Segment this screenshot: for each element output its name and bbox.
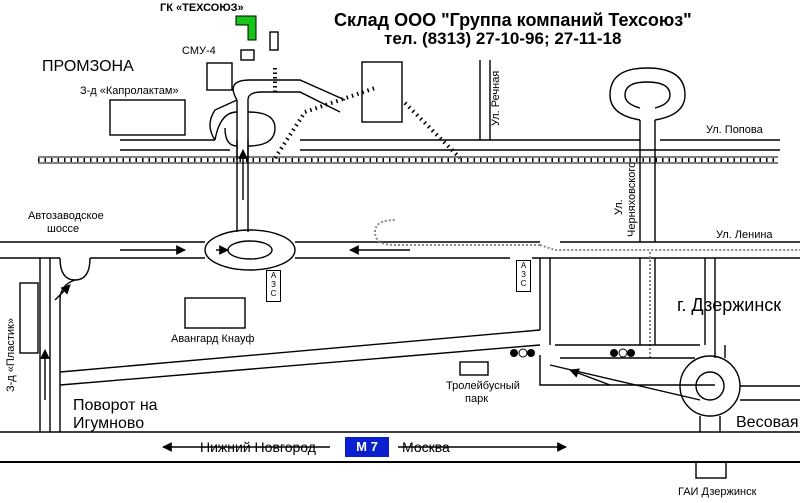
gas-station-letter: А bbox=[270, 271, 277, 280]
road-left bbox=[39, 257, 91, 432]
street-chernyakhovskogo-1: Ул. bbox=[613, 199, 625, 215]
road-rechnaya bbox=[479, 60, 491, 140]
m7-badge: М 7 bbox=[345, 437, 389, 457]
road-popova bbox=[120, 139, 780, 151]
trolley-label-1: Тролейбусный bbox=[446, 380, 520, 392]
highway-left-label: Нижний Новгород bbox=[200, 439, 316, 455]
gas-station-letter: С bbox=[520, 279, 527, 288]
turn-label-2: Игумново bbox=[73, 415, 145, 432]
building-small-1 bbox=[240, 49, 255, 61]
building-avangard bbox=[184, 297, 246, 329]
smu-label: СМУ-4 bbox=[182, 45, 216, 57]
gas-station-letter: С bbox=[270, 289, 277, 298]
traffic-light-right bbox=[610, 348, 635, 358]
gas-station-2: А З С bbox=[516, 260, 531, 292]
building-plastik bbox=[19, 282, 39, 354]
building-small-2 bbox=[269, 31, 279, 51]
interchange-north bbox=[214, 111, 276, 160]
plastik-label: З-д «Пластик» bbox=[5, 318, 17, 392]
highway-right-label: Москва bbox=[402, 439, 450, 455]
vesovaya-label: Весовая bbox=[736, 414, 799, 431]
gas-station-letter: А bbox=[520, 261, 527, 270]
road-chernyakhovskogo bbox=[609, 67, 686, 242]
gas-station-1: А З С bbox=[266, 270, 281, 302]
building-plant bbox=[361, 61, 403, 123]
avangard-label: Авангард Кнауф bbox=[171, 333, 255, 345]
avtozavodskoe-label: Автозаводское bbox=[28, 210, 104, 222]
building-trolley-park bbox=[459, 361, 489, 376]
gas-station-letter: З bbox=[521, 270, 526, 279]
railway bbox=[38, 68, 778, 164]
promzona-label: ПРОМЗОНА bbox=[42, 58, 134, 75]
street-lenina: Ул. Ленина bbox=[716, 229, 773, 241]
street-rechnaya: Ул. Речная bbox=[490, 70, 502, 126]
company-label: ГК «ТЕХСОЮЗ» bbox=[160, 2, 244, 14]
street-chernyakhovskogo-2: Черняховского bbox=[626, 161, 638, 237]
building-kaprolaktam bbox=[109, 99, 186, 136]
city-label: г. Дзержинск bbox=[677, 295, 782, 315]
trolley-label-2: парк bbox=[465, 393, 489, 405]
street-popova: Ул. Попова bbox=[706, 124, 763, 136]
highway-m7 bbox=[0, 431, 800, 463]
road-lenina bbox=[0, 241, 800, 259]
road-north bbox=[209, 79, 346, 232]
page-title: Склад ООО "Группа компаний Техсоюз" bbox=[334, 10, 692, 30]
roundabout-central bbox=[204, 229, 296, 271]
warehouse-marker bbox=[235, 15, 257, 41]
kaprolaktam-label: З-д «Капролактам» bbox=[80, 85, 179, 97]
roundabout-right bbox=[679, 345, 800, 432]
building-smu4 bbox=[206, 62, 233, 91]
road-diagonal bbox=[59, 258, 551, 386]
shosse-label: шоссе bbox=[47, 223, 80, 235]
gas-station-letter: З bbox=[271, 280, 276, 289]
turn-label-1: Поворот на bbox=[73, 397, 158, 414]
gai-label: ГАИ Дзержинск bbox=[678, 486, 757, 498]
road-right bbox=[539, 258, 716, 401]
phone-number: тел. (8313) 27-10-96; 27-11-18 bbox=[384, 29, 622, 48]
building-gai bbox=[695, 461, 727, 479]
traffic-light-left bbox=[510, 348, 535, 358]
tram-line bbox=[373, 219, 800, 360]
